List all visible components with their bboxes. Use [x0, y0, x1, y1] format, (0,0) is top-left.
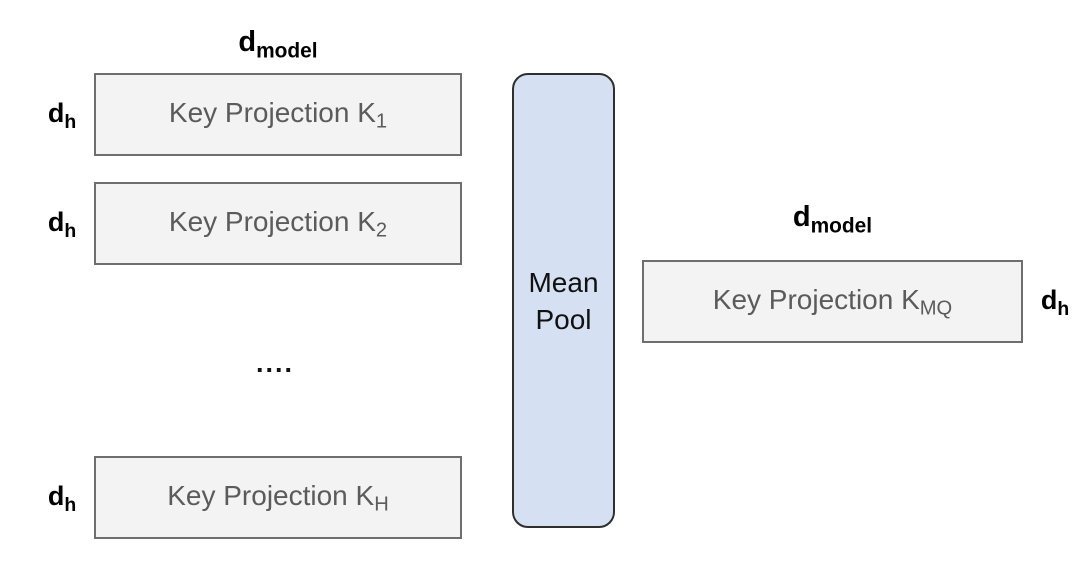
dh-label-output: dh [1033, 285, 1077, 319]
mean-pool-line2: Pool [535, 303, 592, 335]
dmodel-right-sub: model [810, 214, 873, 238]
dmodel-left-base: d [238, 26, 257, 58]
ellipsis-dots: .... [255, 348, 294, 378]
dh-label-headH: dh [40, 481, 84, 515]
key-projection-1-label: Key Projection K1 [168, 97, 388, 133]
dmodel-right-base: d [792, 201, 811, 233]
key-projection-H-label: Key Projection KH [167, 480, 389, 516]
key-projection-box-MQ: Key Projection KMQ [642, 260, 1023, 343]
key-projection-box-1: Key Projection K1 [94, 73, 462, 156]
dhH-sub: h [64, 493, 77, 516]
dhH-base: d [47, 481, 65, 511]
dh1-sub: h [64, 110, 77, 133]
dmodel-left-sub: model [256, 39, 318, 63]
key-projection-MQ-label: Key Projection KMQ [712, 284, 953, 320]
mean-pool-line1: Mean [528, 266, 599, 298]
mean-pool-box: Mean Pool [512, 73, 615, 528]
key-projection-box-H: Key Projection KH [94, 456, 462, 539]
key-projection-box-2: Key Projection K2 [94, 182, 462, 265]
dh-label-head1: dh [40, 98, 84, 132]
dhout-sub: h [1057, 297, 1070, 320]
dh1-base: d [47, 98, 65, 128]
dh-label-head2: dh [40, 207, 84, 241]
dmodel-label-left: dmodel [94, 26, 462, 62]
dhout-base: d [1040, 285, 1058, 315]
dmodel-label-right: dmodel [642, 201, 1023, 237]
dh2-sub: h [64, 219, 77, 242]
dh2-base: d [47, 207, 65, 237]
key-projection-2-label: Key Projection K2 [168, 206, 388, 242]
